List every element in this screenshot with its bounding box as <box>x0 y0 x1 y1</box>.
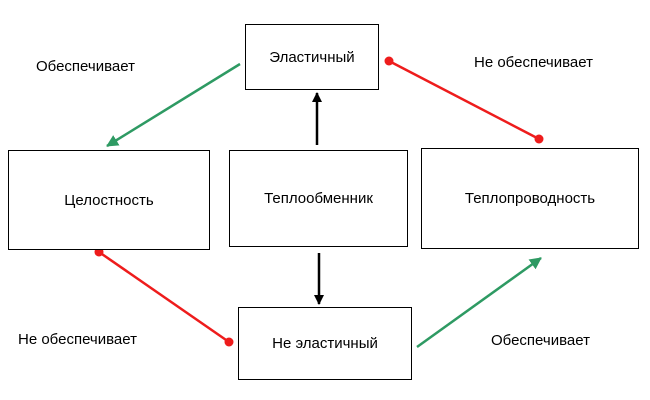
arrow-elastic-to-integrity <box>106 62 241 148</box>
node-non-elastic: Не эластичный <box>238 307 412 380</box>
label-not-provides-top-right: Не обеспечивает <box>474 54 593 71</box>
dot-elastic-end <box>384 56 394 66</box>
link-elastic-thermal-conductivity <box>388 59 540 141</box>
arrow-non-elastic-to-thermal-conductivity <box>416 256 542 349</box>
node-heat-exchanger: Теплообменник <box>229 150 408 247</box>
dot-non-elastic-end <box>224 337 234 347</box>
label-provides-top-left: Обеспечивает <box>36 58 135 75</box>
label-provides-bottom-right: Обеспечивает <box>491 332 590 349</box>
dot-thermal-conductivity-end <box>534 134 544 144</box>
node-elastic: Эластичный <box>245 24 379 90</box>
link-integrity-non-elastic <box>98 250 230 344</box>
node-integrity: Целостность <box>8 150 210 250</box>
node-thermal-conductivity: Теплопроводность <box>421 148 639 249</box>
label-not-provides-bottom-left: Не обеспечивает <box>18 331 137 348</box>
